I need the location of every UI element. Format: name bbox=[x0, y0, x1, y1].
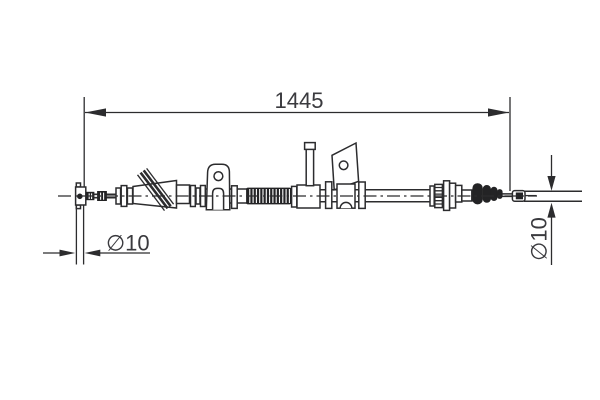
bellows-ring bbox=[490, 186, 498, 201]
flange bbox=[358, 181, 366, 210]
right-diameter-value: ∅10 bbox=[527, 217, 552, 261]
cable-end-lines bbox=[524, 190, 582, 203]
anchor-pin bbox=[77, 193, 83, 200]
end-stop-block bbox=[454, 184, 463, 203]
thread-hatch bbox=[435, 186, 442, 205]
anchor-rod bbox=[75, 205, 85, 265]
rubber-bellows bbox=[472, 183, 503, 205]
left-diameter-dimension: ∅10 bbox=[43, 231, 150, 257]
strap-line bbox=[142, 169, 172, 207]
flange bbox=[324, 181, 333, 210]
plate-hole bbox=[338, 160, 349, 171]
lever-arm-assembly bbox=[290, 141, 321, 209]
flange bbox=[230, 185, 238, 210]
bellows-ring bbox=[482, 184, 491, 203]
arrowhead-up-pointing bbox=[547, 202, 556, 218]
strap-line bbox=[146, 168, 175, 205]
adjuster-assembly bbox=[115, 168, 207, 211]
bellows-ring bbox=[472, 183, 483, 205]
strap-line bbox=[139, 171, 169, 210]
arrowhead-down-pointing bbox=[547, 176, 556, 191]
bellows-ring bbox=[496, 189, 503, 199]
arrowhead-left-pointing bbox=[84, 249, 101, 257]
arrowhead-right bbox=[488, 108, 509, 117]
flange bbox=[290, 185, 298, 208]
lever-arm-cap bbox=[303, 141, 316, 151]
lever-arm bbox=[305, 148, 315, 187]
clevis-bracket bbox=[205, 163, 238, 211]
diagonal-strap bbox=[136, 168, 175, 211]
saddle-notch bbox=[339, 201, 353, 209]
angled-mounting-plate bbox=[324, 141, 366, 210]
overall-length-value: 1445 bbox=[275, 88, 324, 113]
strap-line bbox=[136, 174, 166, 211]
bracket-stirrup bbox=[211, 187, 225, 210]
overall-length-dimension: 1445 bbox=[83, 88, 511, 191]
arrowhead-left bbox=[85, 108, 106, 117]
arrowhead-right-pointing bbox=[59, 249, 76, 257]
rib bbox=[429, 185, 435, 207]
boot-collar bbox=[175, 184, 191, 205]
bracket-hole bbox=[213, 171, 224, 182]
right-diameter-dimension: ∅10 bbox=[527, 155, 556, 265]
left-diameter-value: ∅10 bbox=[106, 231, 150, 256]
